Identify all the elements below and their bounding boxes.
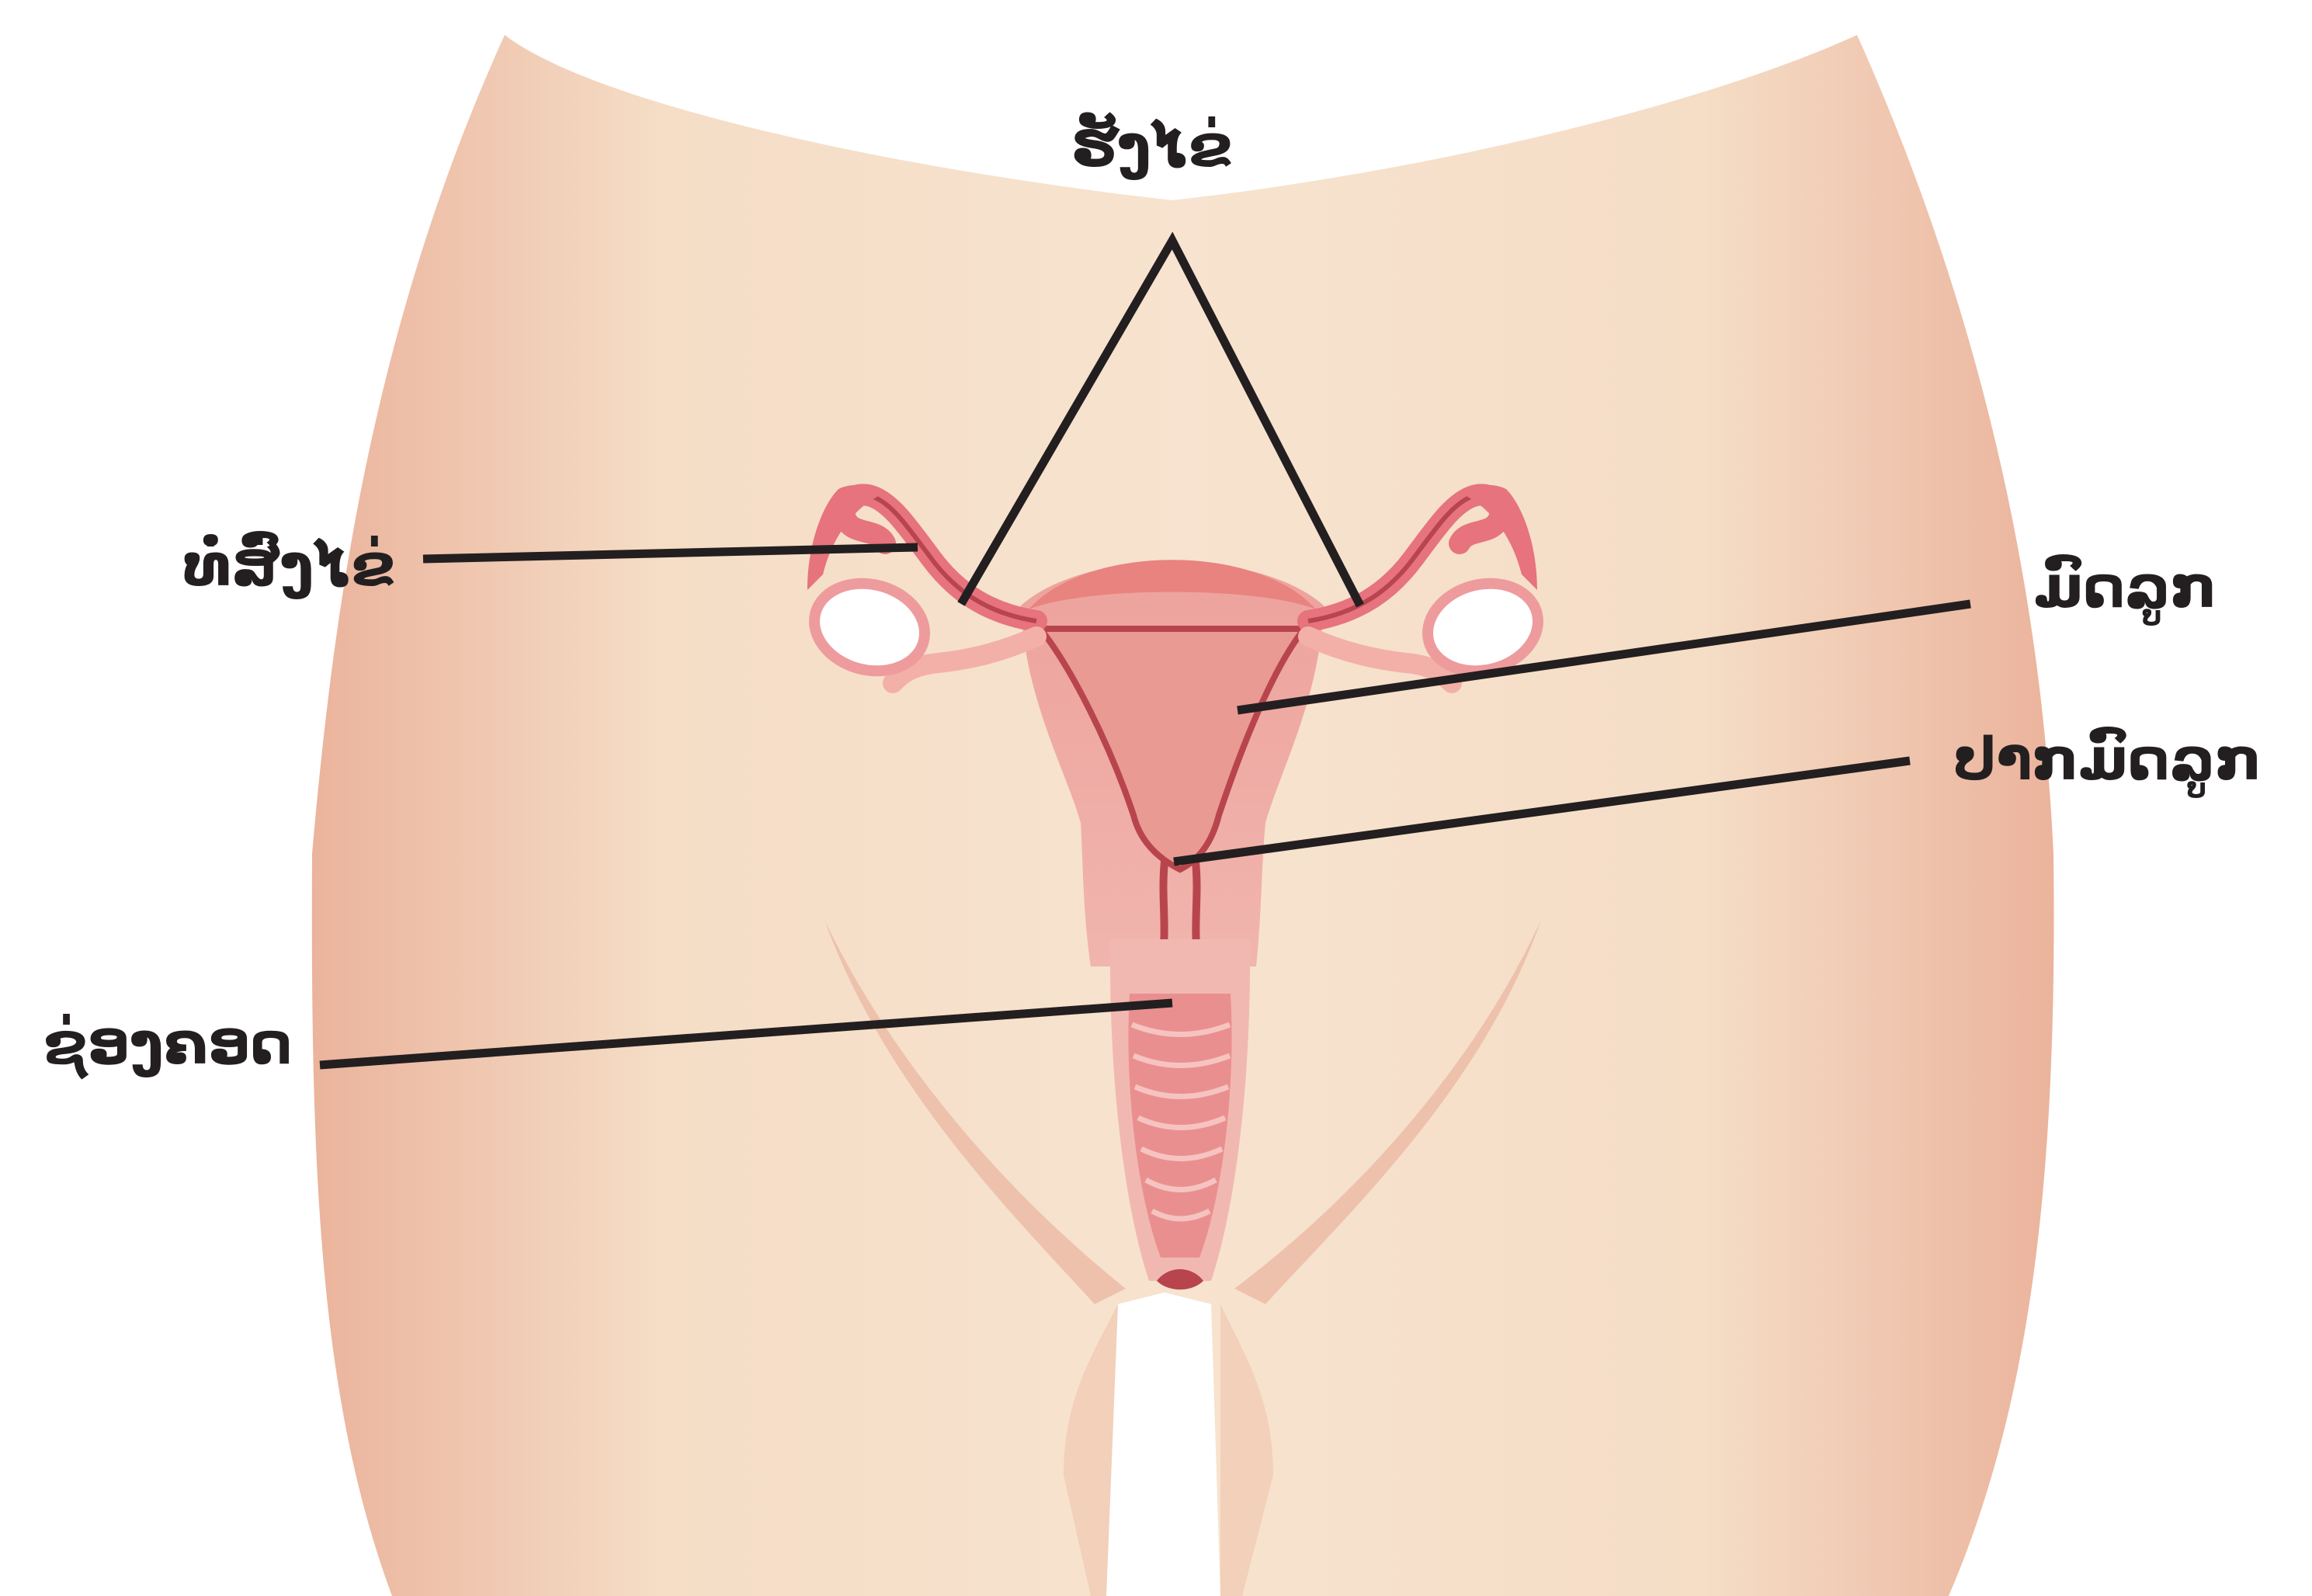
label-uterus: ມົດລູກ <box>2034 557 2217 616</box>
label-cervix: ປາກມົດລູກ <box>1953 730 2262 789</box>
label-fallopian-tube: ທໍ່ສົ່ງໄຂ່ <box>183 536 395 595</box>
label-ovaries: ຮັງໄຂ່ <box>1071 116 1233 175</box>
label-vagina: ຊ່ອງຄອດ <box>43 1014 292 1073</box>
